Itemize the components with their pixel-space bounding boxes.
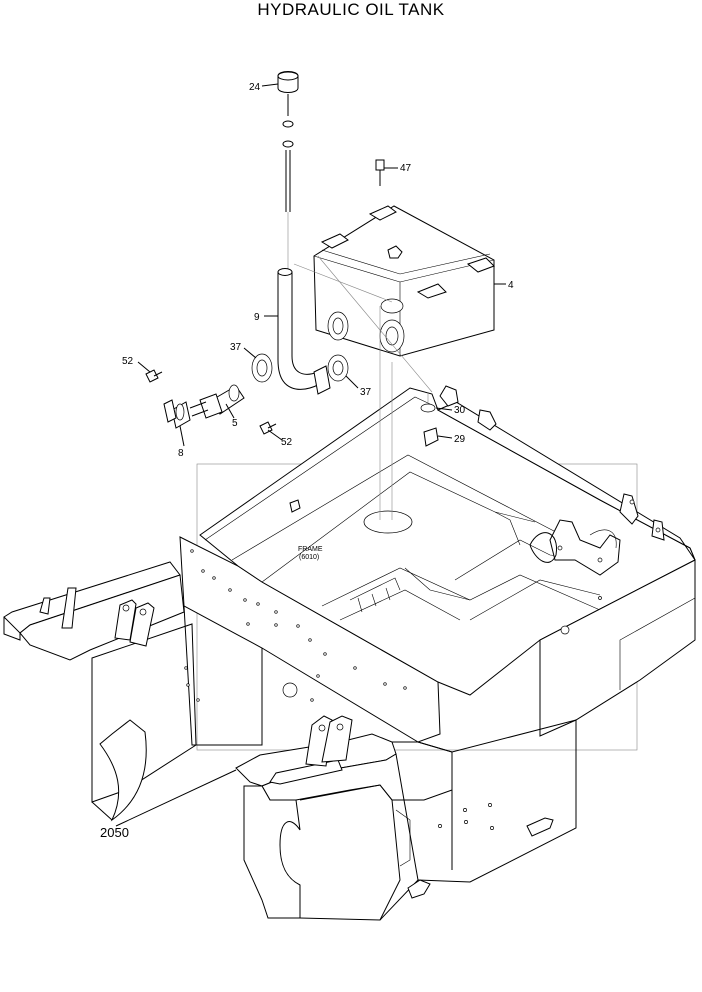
callout-37-left: 37 xyxy=(230,342,242,353)
frame-part-number: (6010) xyxy=(299,554,319,561)
dipstick-level-gauge xyxy=(277,71,299,270)
callout-4: 4 xyxy=(508,280,514,291)
bolts-and-fittings xyxy=(145,159,439,447)
callout-24: 24 xyxy=(249,82,261,93)
machine-frame xyxy=(3,385,696,921)
callout-9: 9 xyxy=(254,312,260,323)
figure-number: 2050 xyxy=(100,825,129,840)
callout-47: 47 xyxy=(400,163,412,174)
strainer-and-flange xyxy=(163,384,245,429)
callout-52-top: 52 xyxy=(122,356,134,367)
flange-gaskets xyxy=(251,353,349,383)
leader-lines xyxy=(115,83,506,827)
callout-29: 29 xyxy=(454,434,466,445)
callout-30: 30 xyxy=(454,405,466,416)
callout-37-right: 37 xyxy=(360,387,372,398)
frame-label: FRAME xyxy=(298,546,323,553)
callout-8: 8 xyxy=(178,448,184,459)
hydraulic-oil-tank xyxy=(293,205,495,520)
diagram-title: HYDRAULIC OIL TANK xyxy=(257,0,445,19)
callout-52-bottom: 52 xyxy=(281,437,293,448)
suction-pipe xyxy=(277,268,331,395)
callout-5: 5 xyxy=(232,418,238,429)
